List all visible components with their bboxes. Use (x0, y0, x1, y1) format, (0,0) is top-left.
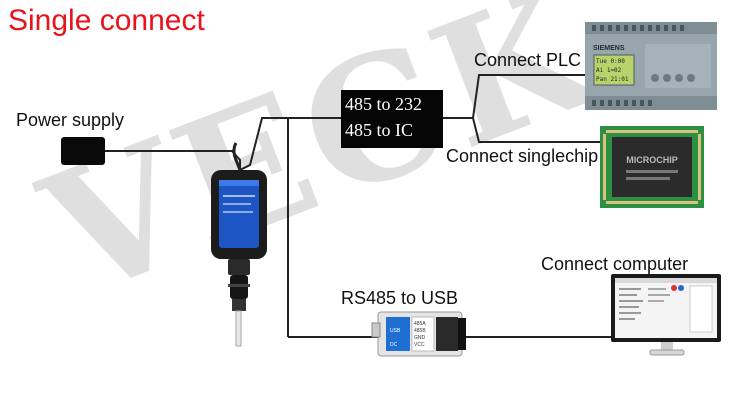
converter-box: 485 to 232 485 to IC (341, 90, 443, 148)
converter-label-ic: 485 to IC (345, 120, 414, 140)
converter-label-232: 485 to 232 (345, 94, 423, 114)
usb-module-text-vcc: VCC (414, 342, 425, 348)
wire-to-chip (472, 117, 600, 143)
plc-screen-line1: Tue 0:00 (596, 58, 625, 65)
wire-to-plc (472, 74, 598, 119)
chip-brand: MICROCHIP (626, 155, 678, 165)
plc-brand: SIEMENS (593, 45, 625, 52)
diagram-title: Single connect (8, 4, 205, 37)
label-rs485-to-usb: RS485 to USB (341, 288, 459, 308)
usb-module-text-485a: 485A (414, 321, 426, 327)
label-connect-singlechip: Connect singlechip (446, 146, 599, 166)
label-connect-computer: Connect computer (541, 254, 689, 274)
plc-screen-line3: Pan 21:01 (596, 76, 629, 83)
power-cable (105, 150, 241, 170)
wire-sensor-to-bus (239, 117, 288, 171)
plc-screen-line2: Ai 1=02 (596, 67, 622, 74)
usb-module-text-485b: 485B (414, 328, 426, 334)
computer-monitor (611, 274, 721, 356)
power-adapter (61, 137, 105, 165)
usb-module-text-usb: USB (390, 328, 401, 334)
label-connect-plc: Connect PLC (474, 50, 582, 70)
usb-converter-module: USB DC 485A 485B GND VCC (371, 311, 466, 357)
sensor-transmitter (211, 142, 267, 347)
plc-device: SIEMENS Tue 0:00 Ai 1=02 Pan 21:01 (585, 22, 717, 110)
label-power-supply: Power supply (16, 110, 125, 130)
usb-module-text-dc: DC (390, 342, 398, 348)
microcontroller-chip: MICROCHIP (600, 126, 704, 208)
usb-module-text-gnd: GND (414, 335, 426, 341)
